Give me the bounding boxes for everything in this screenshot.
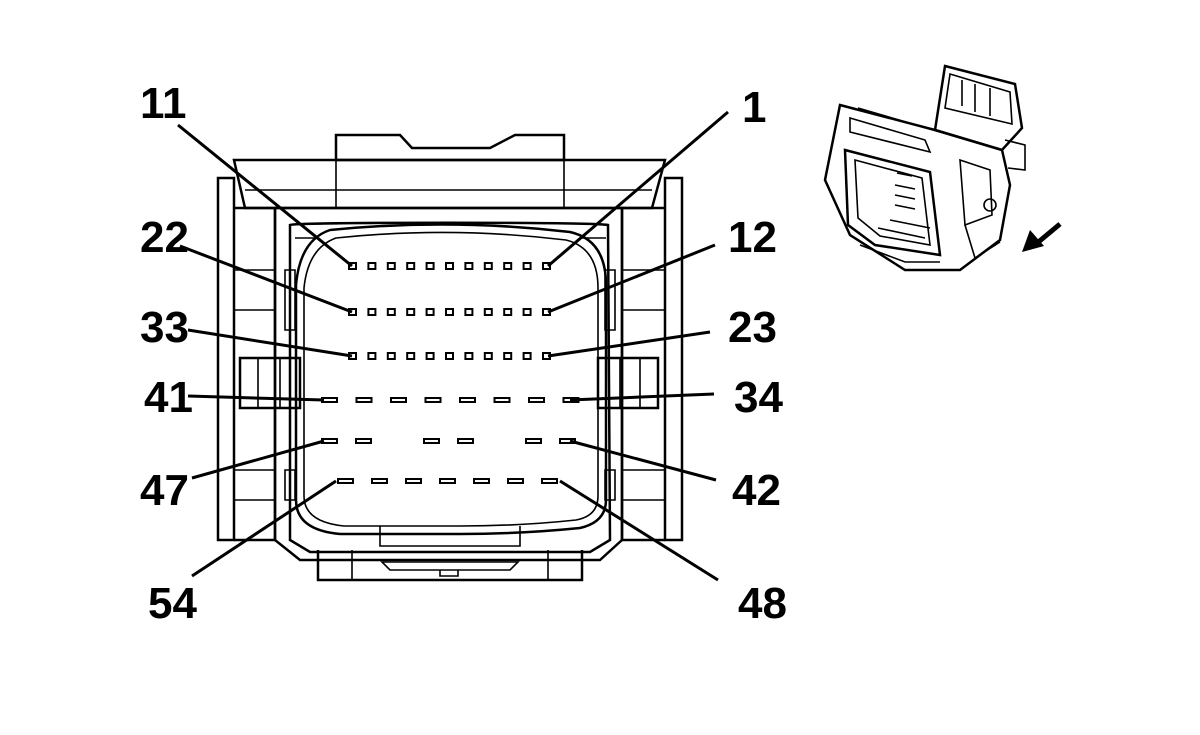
pin-cavity — [405, 478, 422, 484]
pin-cavity — [406, 308, 416, 316]
connector-housing — [216, 133, 684, 582]
pin-label-1: 1 — [742, 83, 766, 132]
pin-cavity — [445, 308, 454, 316]
leader-41 — [187, 394, 325, 402]
pin-cavity — [445, 352, 454, 360]
pin-cavity — [390, 397, 407, 403]
pin-labels: 11 1 22 12 33 23 41 34 47 42 54 48 — [140, 79, 787, 628]
pin-cavity — [371, 478, 388, 484]
pin-cavity — [473, 478, 490, 484]
pin-cavity — [367, 308, 377, 316]
pin-cavity — [337, 478, 354, 484]
pin-label-34: 34 — [734, 373, 783, 422]
view-direction-arrow-icon — [1022, 222, 1062, 252]
pin-cavity — [367, 352, 377, 360]
pin-cavity — [483, 262, 493, 270]
pin-cavity — [457, 438, 474, 444]
pin-cavities — [321, 262, 580, 484]
pin-label-33: 33 — [140, 303, 189, 352]
leader-lines — [177, 110, 729, 582]
leader-54 — [191, 479, 337, 578]
pin-cavity — [424, 397, 442, 403]
pin-label-42: 42 — [732, 466, 781, 515]
pin-cavity — [493, 397, 511, 403]
pin-cavity — [321, 397, 338, 403]
pin-cavity — [525, 438, 542, 444]
leader-11 — [177, 123, 353, 268]
pin-cavity — [459, 397, 476, 403]
connector-perspective-view — [823, 64, 1026, 272]
pin-cavity — [503, 308, 513, 316]
pin-cavity — [386, 352, 396, 360]
pin-cavity — [522, 308, 532, 316]
leader-33 — [187, 328, 353, 358]
pin-cavity — [423, 438, 440, 444]
pin-cavity — [483, 308, 493, 316]
pin-cavity — [355, 397, 373, 403]
pin-cavity — [348, 262, 357, 270]
pin-cavity — [464, 308, 474, 316]
leader-1 — [547, 110, 729, 268]
pin-label-48: 48 — [738, 579, 787, 628]
leader-42 — [569, 439, 717, 482]
leader-22 — [179, 244, 353, 314]
pin-cavity — [503, 262, 513, 270]
leader-23 — [547, 330, 711, 358]
pin-cavity — [406, 352, 416, 360]
pin-cavity — [522, 352, 532, 360]
pin-label-11: 11 — [140, 79, 187, 128]
pin-cavity — [425, 352, 435, 360]
pin-cavity — [425, 262, 435, 270]
leader-12 — [547, 243, 716, 314]
pin-cavity — [355, 438, 372, 444]
pin-cavity — [367, 262, 377, 270]
leader-34 — [569, 392, 715, 402]
pin-cavity — [464, 262, 474, 270]
leader-48 — [559, 479, 719, 582]
pin-cavity — [386, 262, 396, 270]
pin-label-23: 23 — [728, 303, 777, 352]
pin-label-12: 12 — [728, 213, 777, 262]
pin-cavity — [507, 478, 524, 484]
pin-cavity — [483, 352, 493, 360]
pin-cavity — [445, 262, 454, 270]
pin-label-41: 41 — [144, 373, 193, 422]
pin-cavity — [386, 308, 396, 316]
pin-label-54: 54 — [148, 579, 197, 628]
pin-cavity — [541, 478, 558, 484]
pin-cavity — [425, 308, 435, 316]
pin-cavity — [528, 397, 545, 403]
pin-cavity — [503, 352, 513, 360]
pin-cavity — [522, 262, 532, 270]
leader-47 — [191, 439, 325, 480]
pin-cavity — [406, 262, 416, 270]
pin-label-22: 22 — [140, 213, 189, 262]
pin-cavity — [464, 352, 474, 360]
pin-cavity — [439, 478, 456, 484]
pin-label-47: 47 — [140, 466, 189, 515]
